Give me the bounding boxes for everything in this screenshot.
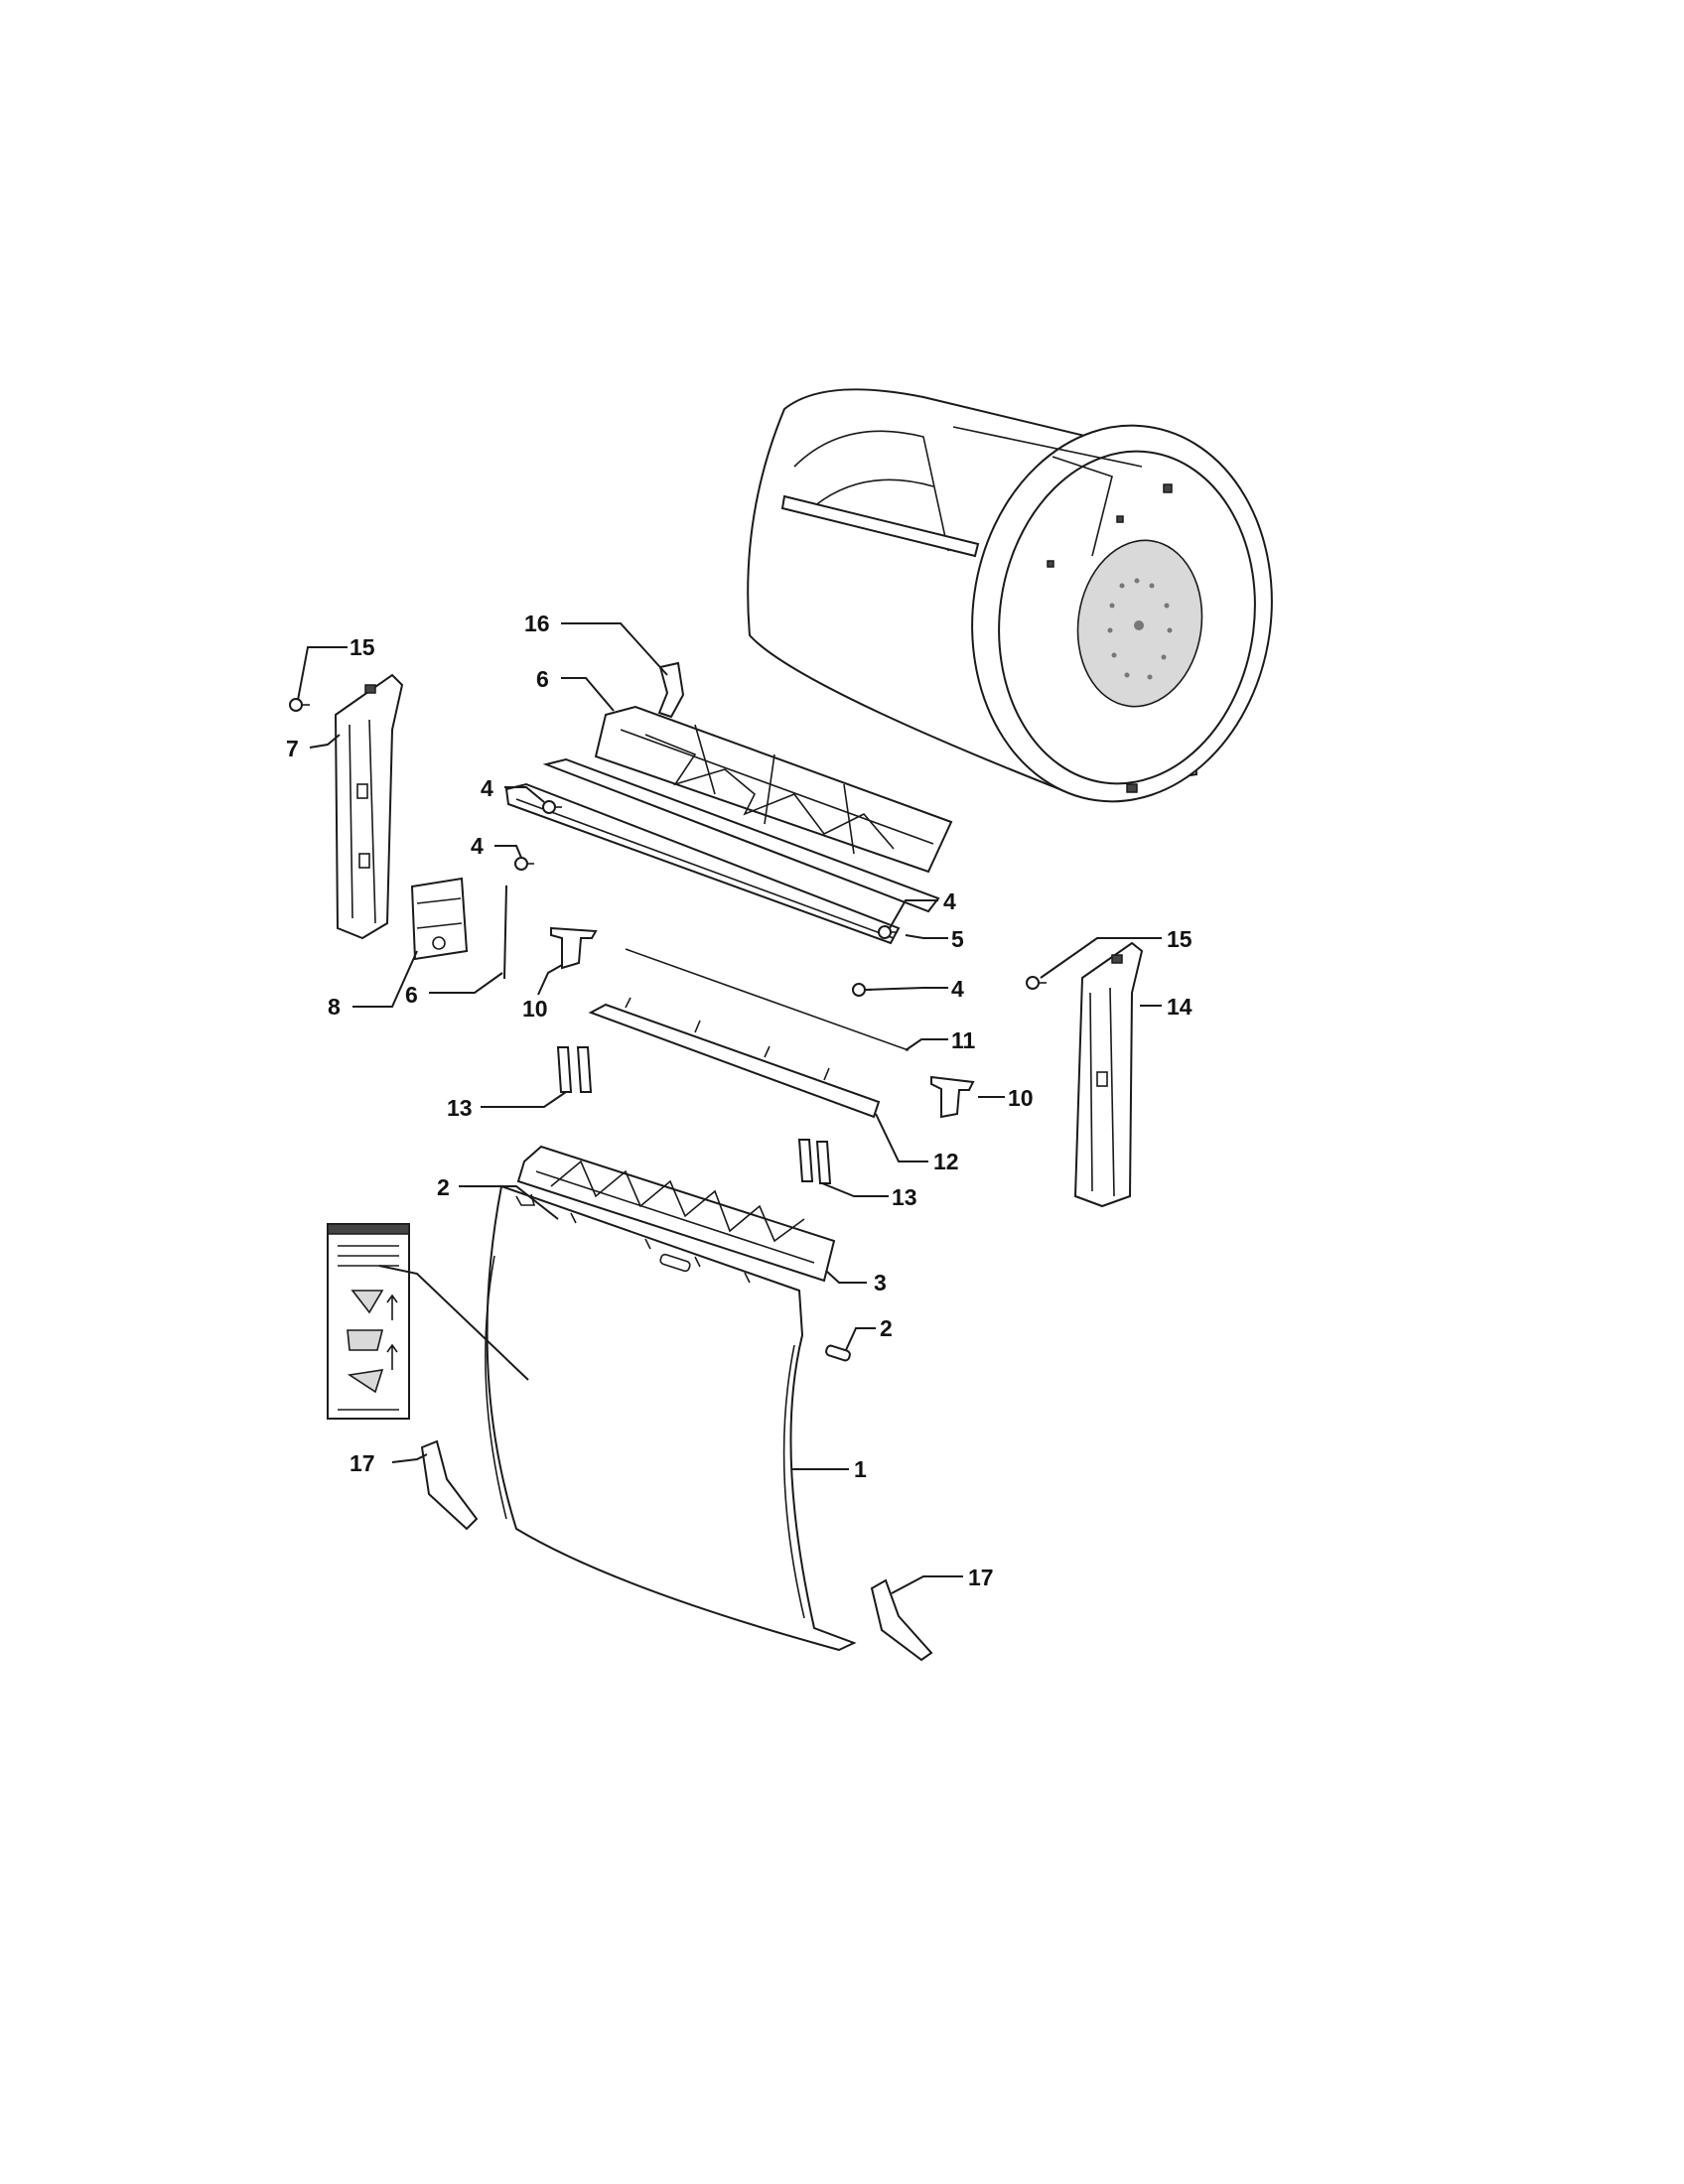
instruction-label-card	[327, 1223, 410, 1420]
foot-part-17	[420, 1439, 479, 1531]
callout-15: 15	[1167, 926, 1193, 952]
screw-part-4	[878, 925, 898, 939]
switch-part-8	[410, 877, 469, 961]
callout-13: 13	[892, 1184, 917, 1210]
spring-part-13	[797, 1139, 832, 1184]
callout-10: 10	[1008, 1085, 1034, 1111]
callout-2: 2	[437, 1174, 450, 1200]
callout-6: 6	[536, 666, 549, 692]
callout-4: 4	[471, 833, 484, 859]
callout-4: 4	[943, 888, 956, 914]
callout-16: 16	[524, 611, 550, 636]
screw-part-15	[289, 698, 310, 712]
callout-4: 4	[951, 976, 964, 1002]
callout-17: 17	[350, 1450, 375, 1476]
callout-3: 3	[874, 1270, 887, 1296]
rail-part-5	[504, 757, 940, 945]
callout-14: 14	[1167, 994, 1193, 1020]
screw-part-4	[542, 800, 562, 814]
clip-part-16	[657, 661, 685, 719]
callout-1: 1	[854, 1456, 867, 1482]
dryer-drum	[747, 388, 1273, 803]
heater-duct-part-6	[594, 705, 953, 874]
foot-part-17	[870, 1578, 933, 1662]
strip-part-12	[588, 997, 881, 1119]
rod-part-6	[503, 885, 507, 980]
callout-11: 11	[951, 1027, 976, 1053]
callout-5: 5	[951, 926, 964, 952]
callout-6: 6	[405, 982, 418, 1008]
callout-13: 13	[447, 1095, 473, 1121]
callout-8: 8	[328, 994, 341, 1020]
callout-17: 17	[968, 1565, 994, 1590]
drum-perforations	[1107, 578, 1173, 680]
lower-duct-part-3	[516, 1145, 836, 1283]
screw-part-4	[514, 857, 534, 871]
pin-part-2	[825, 1344, 851, 1362]
screw-part-15	[1026, 976, 1047, 990]
curved-panel-part-1	[485, 1184, 857, 1652]
callout-7: 7	[286, 736, 299, 761]
callout-2: 2	[880, 1315, 893, 1341]
rod-part-11	[625, 948, 910, 1051]
callout-12: 12	[933, 1149, 959, 1174]
leader-lines	[297, 622, 1162, 1594]
hanger-part-10	[550, 926, 598, 970]
spring-part-13	[556, 1046, 593, 1093]
callout-4: 4	[481, 775, 493, 801]
right-bracket-part-14	[1073, 941, 1144, 1208]
callout-10: 10	[522, 996, 548, 1022]
callout-15: 15	[350, 634, 375, 660]
hanger-part-10	[930, 1075, 975, 1119]
left-bracket-part-7	[334, 673, 404, 940]
